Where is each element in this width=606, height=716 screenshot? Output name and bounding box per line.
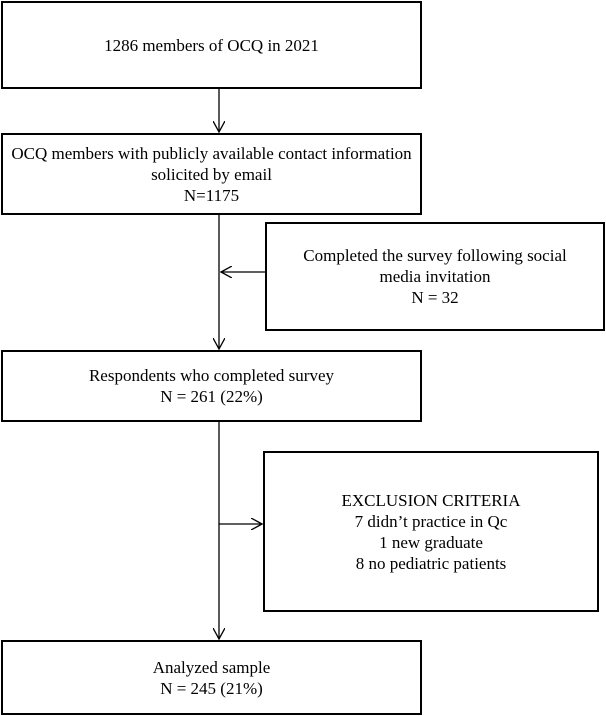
box-total-members-line-1: 1286 members of OCQ in 2021 — [104, 35, 319, 55]
box-exclusion-line-1: EXCLUSION CRITERIA — [341, 490, 521, 510]
box-exclusion-line-2: 7 didn’t practice in Qc — [354, 511, 508, 531]
box-exclusion-line-4: 8 no pediatric patients — [355, 553, 507, 573]
box-respondents: Respondents who completed survey N = 261… — [1, 350, 422, 422]
box-exclusion-criteria: EXCLUSION CRITERIA 7 didn’t practice in … — [263, 451, 599, 612]
box-total-members: 1286 members of OCQ in 2021 — [1, 1, 422, 89]
box-social-media-invitation: Completed the survey following social me… — [265, 222, 605, 331]
box-solicited-by-email: OCQ members with publicly available cont… — [1, 133, 422, 215]
box-analyzed-line-1: Analyzed sample — [152, 657, 271, 677]
box-solicited-line-3: N=1175 — [183, 185, 240, 205]
box-analyzed-line-2: N = 245 (21%) — [160, 678, 263, 698]
box-exclusion-line-3: 1 new graduate — [379, 532, 483, 552]
box-social-media-line-3: N = 32 — [411, 288, 459, 307]
box-social-media-line-1: Completed the survey following social — [303, 246, 567, 265]
box-respondents-line-2: N = 261 (22%) — [160, 387, 263, 406]
box-solicited-line-2: solicited by email — [151, 164, 272, 184]
box-social-media-line-2: media invitation — [379, 267, 491, 286]
box-solicited-line-1: OCQ members with publicly available cont… — [11, 143, 412, 163]
box-analyzed-sample: Analyzed sample N = 245 (21%) — [1, 640, 422, 715]
box-respondents-line-1: Respondents who completed survey — [88, 366, 335, 385]
